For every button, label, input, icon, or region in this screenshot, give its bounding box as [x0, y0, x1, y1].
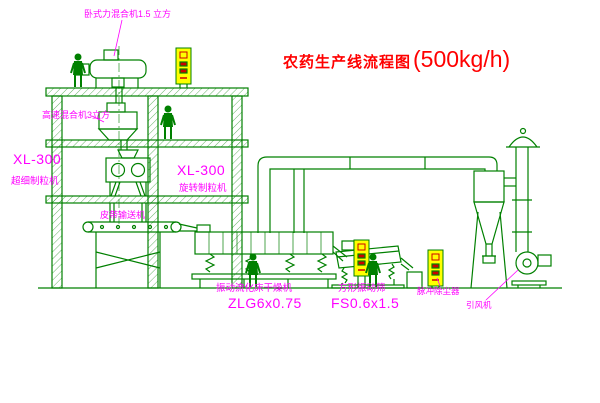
rotary-granulator: [105, 149, 151, 222]
label-granulator-left-model: XL-300: [13, 151, 62, 167]
drawing-title: 农药生产线流程图 (500kg/h): [283, 46, 510, 73]
title-text: 农药生产线流程图: [283, 54, 412, 71]
label-dust-collector: 脉冲除尘器: [417, 286, 460, 296]
dust-collector-unit: [427, 249, 444, 287]
fluid-bed-dryer: [191, 224, 337, 288]
label-granulator-center-name: 旋转制粒机: [179, 183, 227, 194]
worker-figure: [70, 52, 86, 88]
high-speed-mixer: [97, 102, 139, 150]
leader-lines: [91, 19, 519, 301]
control-panel-1: [175, 47, 192, 85]
cyclone-separator: [470, 170, 516, 289]
belt-conveyor: [82, 221, 198, 288]
vibrating-sieve: [331, 240, 423, 289]
building-structure: [45, 87, 249, 289]
label-granulator-center-model: XL-300: [177, 162, 226, 178]
horizontal-mixer: [75, 49, 147, 103]
exhaust-stack: [506, 127, 540, 252]
label-belt-conveyor: 皮带输送机: [100, 210, 146, 220]
label-granulator-left-name: 超细制粒机: [11, 176, 59, 187]
label-horizontal-mixer: 卧式力混合机1.5 立方: [84, 9, 172, 19]
label-induced-fan: 引风机: [466, 300, 492, 310]
title-capacity: (500kg/h): [413, 46, 511, 72]
label-dryer-model: ZLG6x0.75: [228, 295, 302, 311]
worker-figure: [160, 104, 176, 140]
label-high-speed-mixer: 高速混合机3立方: [42, 110, 111, 120]
duct-work: [257, 156, 498, 233]
label-sieve-model: FS0.6x1.5: [331, 295, 400, 311]
label-sieve-name: 方形振动筛: [338, 283, 386, 294]
induced-draft-fan: [511, 251, 552, 288]
label-dryer-name: 振动流化床干燥机: [216, 283, 293, 294]
